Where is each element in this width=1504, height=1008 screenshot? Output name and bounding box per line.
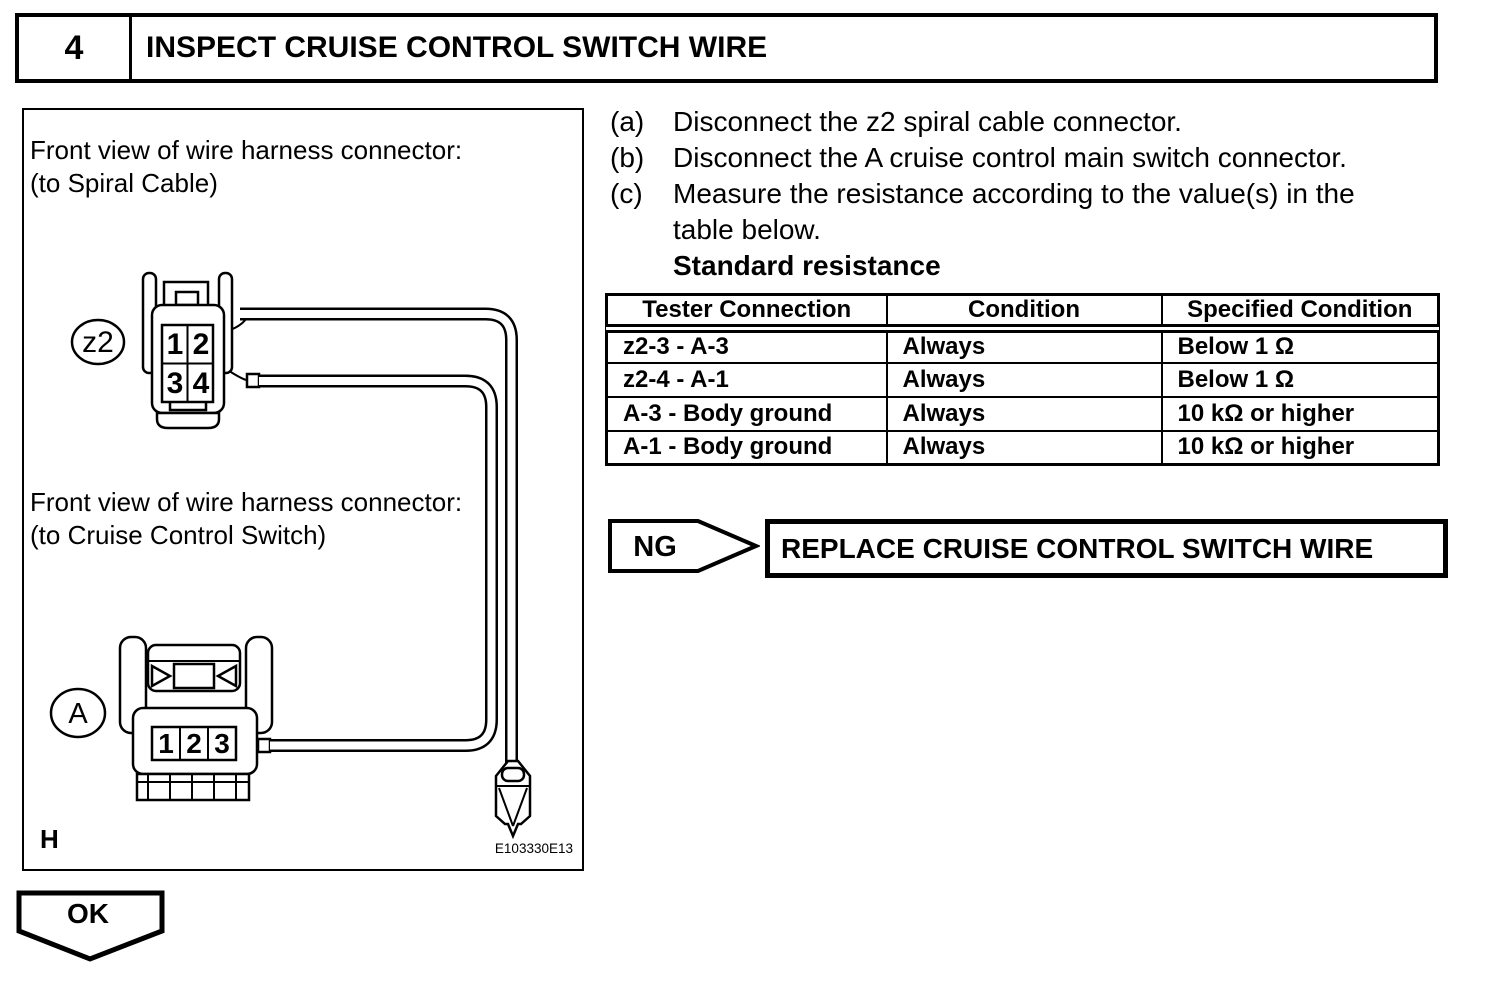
- instruction-a-marker: (a): [610, 106, 645, 137]
- harness-wires: [225, 307, 518, 766]
- a-head-tab: [172, 662, 216, 690]
- col-header-specified-condition: Specified Condition: [1160, 293, 1440, 333]
- terminal-crimp: [500, 766, 526, 783]
- col-header-tester-connection: Tester Connection: [605, 293, 888, 333]
- instruction-b-text: Disconnect the A cruise control main swi…: [673, 142, 1347, 173]
- ng-arrow-shape: [608, 519, 760, 573]
- wire2-stub-terminal: [245, 372, 261, 389]
- step-number: 4: [19, 17, 132, 79]
- a-wire-stub-terminal: [256, 737, 272, 754]
- figure-caption-bottom-line1: Front view of wire harness connector:: [30, 487, 463, 517]
- instruction-c-text: Measure the resistance according to the …: [673, 178, 1355, 245]
- cell-specified-condition: 10 kΩ or higher: [1160, 429, 1440, 466]
- z2-pin-4: 4: [193, 367, 210, 400]
- cell-specified-condition: Below 1 Ω: [1160, 327, 1440, 364]
- z2-pin-1: 1: [167, 328, 184, 361]
- cell-specified-condition: 10 kΩ or higher: [1160, 395, 1440, 432]
- connector-a-drawing: 1 2 3 A: [49, 635, 274, 802]
- z2-label: z2: [82, 326, 114, 359]
- cell-condition: Always: [885, 361, 1163, 398]
- cell-condition: Always: [885, 429, 1163, 466]
- table-header-row: Tester Connection Condition Specified Co…: [605, 293, 1440, 333]
- cell-condition: Always: [885, 395, 1163, 432]
- cell-tester-connection: z2-3 - A-3: [605, 327, 888, 364]
- figure-caption-top-line2: (to Spiral Cable): [30, 168, 218, 198]
- ok-marker: OK: [16, 890, 165, 962]
- a-label-ellipse: [49, 687, 107, 739]
- instruction-a: (a) Disconnect the z2 spiral cable conne…: [610, 104, 1420, 140]
- step-title: INSPECT CRUISE CONTROL SWITCH WIRE: [146, 31, 768, 64]
- ok-marker-shape: [16, 890, 165, 962]
- standard-resistance-heading: Standard resistance: [673, 250, 941, 281]
- z2-pin-2: 2: [193, 328, 210, 361]
- a-head-left-arrow: [150, 663, 173, 689]
- instruction-b-marker: (b): [610, 142, 645, 173]
- ng-action-box: REPLACE CRUISE CONTROL SWITCH WIRE: [765, 519, 1448, 578]
- figure-code: E103330E13: [495, 841, 573, 856]
- figure-caption-bottom: Front view of wire harness connector: (t…: [30, 486, 560, 552]
- ok-label: OK: [67, 898, 109, 929]
- connector-z2-drawing: 1 2 3 4 z2: [70, 271, 234, 430]
- table-row: z2-4 - A-1 Always Below 1 Ω: [605, 361, 1440, 398]
- cell-tester-connection: A-3 - Body ground: [605, 395, 888, 432]
- figure-caption-bottom-line2: (to Cruise Control Switch): [30, 520, 327, 550]
- z2-label-ellipse: [70, 318, 126, 366]
- wire2-outline: [259, 374, 498, 752]
- resistance-table: Tester Connection Condition Specified Co…: [605, 293, 1440, 466]
- wire1-core: [240, 310, 516, 766]
- z2-pin-3: 3: [167, 367, 184, 400]
- a-pin-3: 3: [214, 728, 230, 759]
- figure-caption-top: Front view of wire harness connector: (t…: [30, 134, 560, 200]
- cell-tester-connection: A-1 - Body ground: [605, 429, 888, 466]
- ng-label: NG: [633, 531, 677, 563]
- a-pin-1: 1: [158, 728, 174, 759]
- cell-specified-condition: Below 1 Ω: [1160, 361, 1440, 398]
- wire2-core: [259, 377, 496, 750]
- figure-caption-top-line1: Front view of wire harness connector:: [30, 135, 463, 165]
- table-row: A-3 - Body ground Always 10 kΩ or higher: [605, 395, 1440, 432]
- step-header-bar: 4 INSPECT CRUISE CONTROL SWITCH WIRE: [15, 13, 1438, 83]
- instruction-b: (b) Disconnect the A cruise control main…: [610, 140, 1420, 176]
- instruction-c-marker: (c): [610, 178, 643, 209]
- wire-end-terminal-drawing: [494, 759, 532, 840]
- z2-lock-tab: [174, 290, 200, 307]
- col-header-condition: Condition: [885, 293, 1163, 333]
- a-pin-2: 2: [186, 728, 202, 759]
- terminal-v-left: [498, 787, 514, 827]
- z2-bottom-cap: [155, 411, 221, 430]
- cell-tester-connection: z2-4 - A-1: [605, 361, 888, 398]
- instruction-a-text: Disconnect the z2 spiral cable connector…: [673, 106, 1182, 137]
- instruction-c: (c) Measure the resistance according to …: [610, 176, 1420, 248]
- cell-condition: Always: [885, 327, 1163, 364]
- a-pin-row: [150, 725, 238, 762]
- instruction-list: (a) Disconnect the z2 spiral cable conne…: [610, 104, 1420, 284]
- ng-arrow: NG: [608, 519, 760, 573]
- a-label: A: [68, 698, 88, 730]
- table-row: z2-3 - A-3 Always Below 1 Ω: [605, 327, 1440, 364]
- wire-harness-diagram: 1 2 3 4 z2 1 2 3: [40, 271, 573, 856]
- a-head-right-arrow: [215, 663, 238, 689]
- figure-corner-mark: H: [40, 824, 59, 854]
- terminal-v-right: [512, 787, 528, 827]
- table-row: A-1 - Body ground Always 10 kΩ or higher: [605, 429, 1440, 466]
